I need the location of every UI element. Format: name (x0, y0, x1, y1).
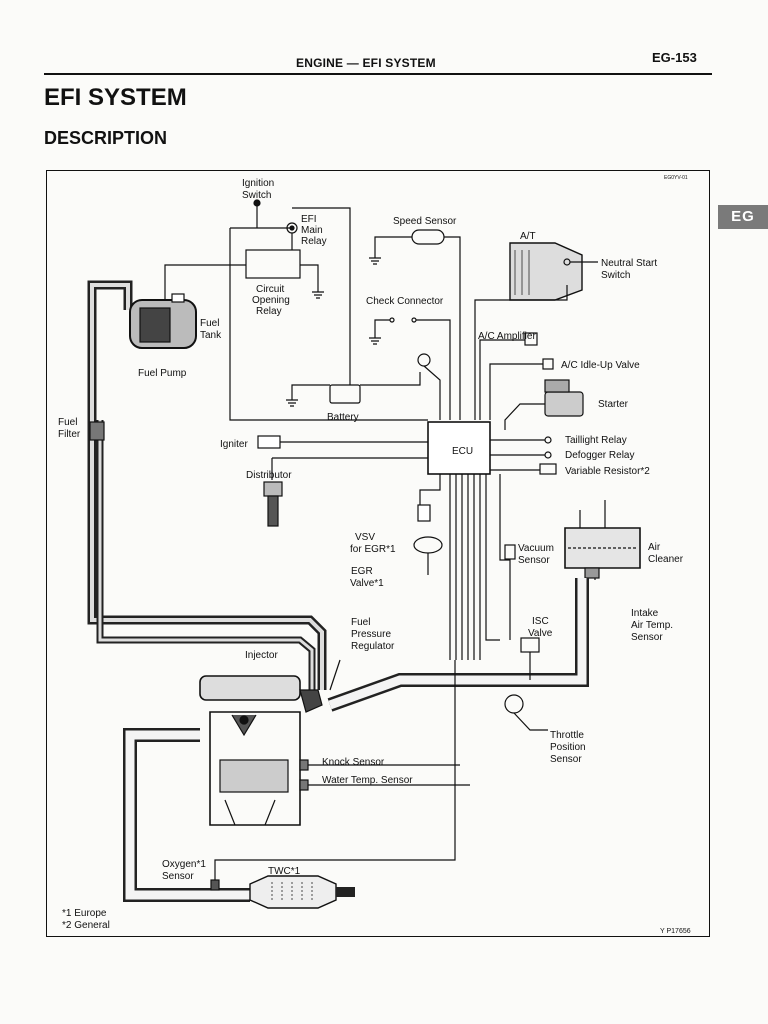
footnote-general: *2 General (62, 920, 110, 931)
label-ignition-switch-2: Switch (242, 190, 271, 201)
label-air-cleaner-1: Air (648, 542, 661, 553)
spark-plug (239, 715, 249, 725)
label-circuit-opening-2: Opening (252, 295, 290, 306)
label-neutral-start-2: Switch (601, 270, 630, 281)
label-fuel-pressure-2: Pressure (351, 629, 391, 640)
vsv (417, 504, 431, 522)
speed-sensor (411, 229, 445, 245)
isc-valve (520, 637, 540, 653)
label-ac-idle-up: A/C Idle-Up Valve (561, 360, 640, 371)
fuel-filter (89, 421, 105, 441)
oxygen-sensor (210, 879, 220, 891)
header-rule (44, 73, 712, 75)
label-distributor: Distributor (246, 470, 292, 481)
label-efi-main-relay-1: EFI (301, 214, 317, 225)
label-circuit-opening-1: Circuit (256, 284, 285, 295)
figure-code: Y P17656 (660, 928, 691, 935)
ac-idle-up-valve (542, 358, 554, 370)
label-oxygen-2: Sensor (162, 871, 194, 882)
diagram-frame (46, 170, 710, 937)
section-tab: EG (718, 205, 768, 229)
piston (219, 759, 289, 793)
intake-air-temp-sensor (584, 567, 600, 579)
fuel-line (87, 280, 327, 690)
starter-motor (544, 391, 584, 417)
label-knock-sensor: Knock Sensor (322, 757, 385, 768)
automatic-transmission (509, 242, 583, 301)
page-title: EFI SYSTEM (44, 84, 187, 111)
vacuum-sensor (504, 544, 516, 560)
label-vsv-2: for EGR*1 (350, 544, 396, 555)
twc (249, 875, 337, 909)
check-connector (374, 319, 451, 420)
engine-block (209, 711, 301, 826)
label-vacuum-sensor-2: Sensor (518, 555, 550, 566)
label-intake-air-1: Intake (631, 608, 659, 619)
label-throttle-2: Position (550, 742, 586, 753)
label-taillight-relay: Taillight Relay (565, 435, 627, 446)
label-fuel-tank-2: Tank (200, 330, 222, 341)
running-header: ENGINE — EFI SYSTEM (296, 56, 436, 70)
label-variable-resistor: Variable Resistor*2 (565, 466, 650, 477)
label-starter: Starter (598, 399, 629, 410)
label-defogger-relay: Defogger Relay (565, 450, 634, 461)
label-fuel-filter-2: Filter (58, 429, 81, 440)
label-fuel-pump: Fuel Pump (138, 368, 187, 379)
ecu (427, 421, 491, 475)
variable-resistor (539, 463, 557, 475)
label-fuel-pressure-1: Fuel (351, 617, 370, 628)
label-oxygen-1: Oxygen*1 (162, 859, 206, 870)
label-vsv-1: VSV (355, 532, 375, 543)
throttle-valve (504, 694, 524, 714)
label-speed-sensor: Speed Sensor (393, 216, 457, 227)
label-twc: TWC*1 (268, 866, 301, 877)
label-circuit-opening-3: Relay (256, 306, 282, 317)
knock-sensor (299, 759, 309, 771)
label-throttle-1: Throttle (550, 730, 584, 741)
label-intake-air-2: Air Temp. (631, 620, 673, 631)
circuit-opening-relay-box (245, 249, 301, 279)
label-air-cleaner-2: Cleaner (648, 554, 684, 565)
label-throttle-3: Sensor (550, 754, 582, 765)
label-ac-amplifier: A/C Amplifier (478, 331, 536, 342)
distributor-cap (263, 481, 283, 497)
label-efi-main-relay-2: Main (301, 225, 323, 236)
ac-amplifier (524, 332, 538, 346)
igniter (257, 435, 281, 449)
intake-manifold (199, 675, 301, 701)
label-intake-air-3: Sensor (631, 632, 663, 643)
battery (329, 384, 361, 404)
fusible-link (417, 353, 431, 367)
label-at: A/T (520, 231, 536, 242)
label-fuel-filter-1: Fuel (58, 417, 77, 428)
label-ecu: ECU (452, 446, 473, 457)
label-fuel-pressure-3: Regulator (351, 641, 395, 652)
egr-valve (413, 536, 443, 554)
label-isc-valve-2: Valve (528, 628, 553, 639)
air-cleaner (564, 527, 641, 569)
label-isc-valve-1: ISC (532, 616, 549, 627)
label-water-temp: Water Temp. Sensor (322, 775, 413, 786)
label-ignition-switch-1: Ignition (242, 178, 274, 189)
label-fuel-tank-1: Fuel (200, 318, 219, 329)
label-igniter: Igniter (220, 439, 248, 450)
label-neutral-start-1: Neutral Start (601, 258, 657, 269)
label-egr-2: Valve*1 (350, 578, 384, 589)
label-check-connector: Check Connector (366, 296, 444, 307)
label-vacuum-sensor-1: Vacuum (518, 543, 554, 554)
section-subtitle: DESCRIPTION (44, 128, 168, 148)
water-temp-sensor (299, 779, 309, 791)
label-egr-1: EGR (351, 566, 373, 577)
injector (299, 689, 323, 713)
diagram-ref-code: EG0YV-01 (664, 175, 688, 181)
footnote-europe: *1 Europe (62, 908, 107, 919)
label-injector: Injector (245, 650, 278, 661)
label-efi-main-relay-3: Relay (301, 236, 327, 247)
page-number: EG-153 (652, 50, 697, 65)
label-battery: Battery (327, 412, 359, 423)
